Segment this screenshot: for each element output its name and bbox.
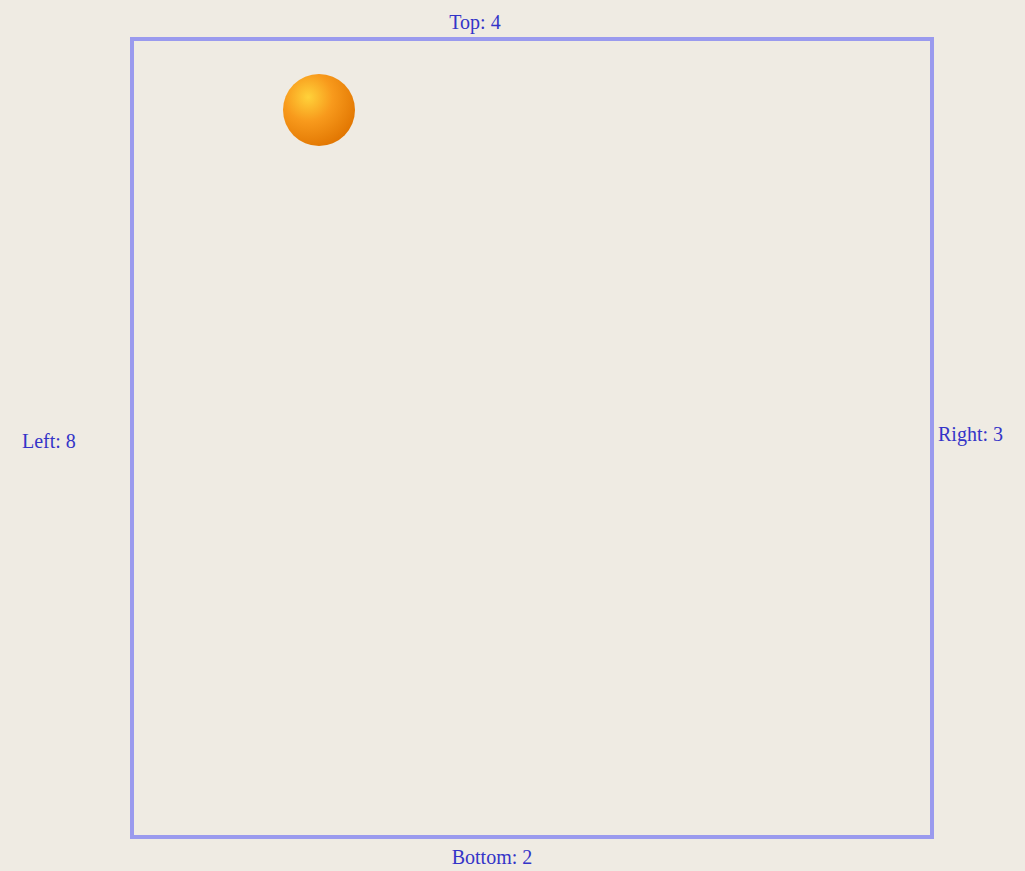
wall-box xyxy=(132,39,932,837)
hit-counter: Right: 3 xyxy=(938,424,1003,444)
hit-counter: Bottom: 2 xyxy=(452,847,533,867)
ball xyxy=(283,74,355,146)
hit-counter: Left: 8 xyxy=(22,431,76,451)
hit-counter: Top: 4 xyxy=(449,12,500,32)
